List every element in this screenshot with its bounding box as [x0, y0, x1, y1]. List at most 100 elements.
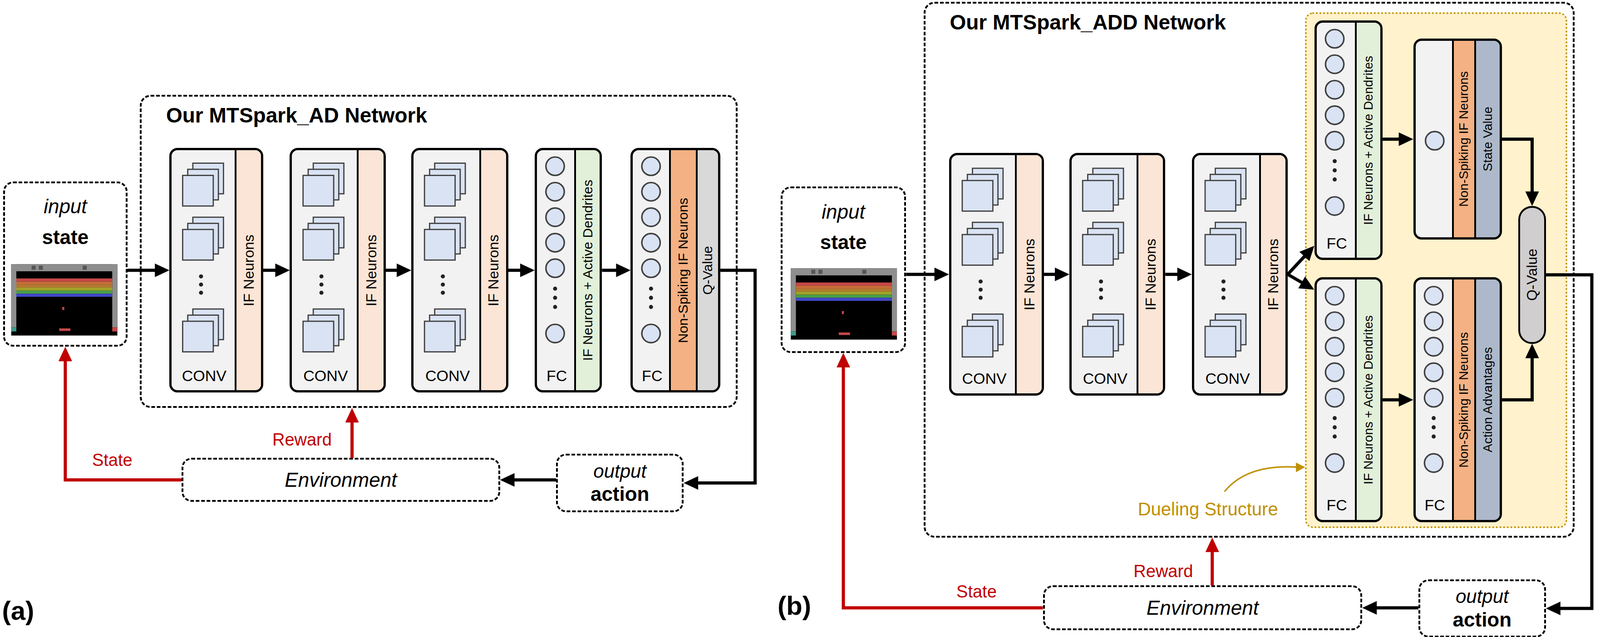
layer-label: FC — [1316, 235, 1358, 252]
layer-label: CONV — [951, 370, 1018, 387]
band-label: IF Neurons — [241, 234, 256, 307]
layer-label: FC — [1415, 497, 1455, 513]
fc-layer: FCIF Neurons + Active Dendrites — [1314, 20, 1384, 261]
flow-arrow — [1043, 267, 1070, 282]
flow-arrow — [345, 408, 360, 458]
state-word: state — [782, 232, 905, 253]
flow-arrow — [836, 353, 1044, 609]
arrowhead — [934, 267, 950, 282]
network-frame: Our MTSpark_AD NetworkCONVIF NeuronsCONV… — [139, 94, 738, 409]
neuron-band: IF Neurons + Active Dendrites — [1354, 22, 1381, 258]
flow-arrow — [1362, 601, 1419, 616]
connector-line — [1382, 137, 1400, 141]
arrowhead — [1177, 267, 1192, 282]
state-value-layer: Non-Spiking IF NeuronsState Value — [1413, 38, 1503, 240]
conv-layer: CONV IF Neurons — [289, 147, 386, 394]
flow-arrow — [1205, 537, 1220, 586]
neuron-circle — [1425, 131, 1444, 150]
layer-label: CONV — [291, 368, 360, 384]
band-label: IF Neurons + Active Dendrites — [580, 179, 595, 361]
qvalue-label: Q-Value — [1524, 248, 1540, 301]
connector-line — [508, 268, 522, 272]
neuron-band: Q-Value — [695, 150, 719, 391]
flow-arrow — [127, 263, 170, 278]
input-state-box: inputstate — [780, 186, 907, 353]
band-label: State Value — [1481, 106, 1495, 172]
layer-label: FC — [1316, 497, 1358, 513]
flow-arrow — [1501, 344, 1539, 401]
action-word: output — [1420, 587, 1545, 607]
connector-line — [513, 478, 557, 482]
connector-line — [1043, 272, 1056, 276]
connector-line — [843, 366, 1044, 609]
arrowhead — [345, 408, 360, 423]
arrowhead — [1205, 537, 1220, 553]
layer-label: FC — [632, 368, 672, 384]
arrowhead — [154, 263, 170, 278]
neuron-band: IF Neurons — [234, 150, 261, 391]
neuron-band: IF Neurons — [356, 150, 384, 391]
connector-line — [350, 421, 354, 458]
flow-arrow — [1501, 139, 1539, 207]
edge-label: State — [92, 451, 133, 469]
band-label: Non-Spiking IF Neurons — [676, 197, 690, 344]
edge-label: State — [956, 583, 997, 601]
neuron-band: Non-Spiking IF Neurons — [1452, 279, 1475, 521]
state-word: input — [4, 196, 126, 217]
conv-column — [962, 168, 1004, 358]
connector-line — [1375, 606, 1419, 610]
neuron-column — [1325, 286, 1344, 473]
arrowhead — [1054, 267, 1070, 282]
conv-column — [303, 163, 345, 353]
band-label: IF Neurons — [364, 234, 379, 307]
arrowhead — [1398, 393, 1414, 407]
arrowhead — [500, 473, 515, 488]
arrowhead — [58, 346, 73, 362]
connector-line — [601, 268, 617, 272]
panel-label: (a) — [1, 597, 35, 625]
connector-line — [65, 360, 182, 480]
arrowhead — [1299, 246, 1315, 262]
action-word: action — [557, 484, 682, 505]
flow-arrow — [385, 263, 412, 278]
arrowhead — [1398, 132, 1414, 147]
neuron-column — [1424, 286, 1443, 473]
panel-label: (b) — [777, 592, 812, 620]
flow-arrow — [1545, 275, 1592, 616]
neuron-band: State Value — [1474, 40, 1500, 238]
connector-line — [127, 268, 156, 272]
state-word: state — [4, 227, 126, 248]
network-title: Our MTSpark_ADD Network — [949, 11, 1226, 33]
conv-layer: CONVIF Neurons — [169, 147, 264, 394]
layer-label: FC — [536, 368, 577, 384]
layer-label: CONV — [413, 368, 482, 384]
neuron-band: IF Neurons + Active Dendrites — [1354, 279, 1381, 521]
flow-arrow — [1287, 274, 1315, 291]
edge-label: Reward — [272, 431, 332, 449]
conv-layer: CONVIF Neurons — [1069, 152, 1166, 396]
arrowhead — [683, 476, 699, 490]
neuron-column — [1325, 29, 1344, 216]
network-frame: Our MTSpark_ADD NetworkCONVIF NeuronsCON… — [923, 1, 1575, 538]
band-label: IF Neurons — [486, 234, 501, 307]
conv-layer: CONV IF Neurons — [411, 147, 509, 394]
leader-line — [1224, 467, 1298, 493]
environment-label: Environment — [284, 470, 397, 491]
edge-label: Reward — [1133, 562, 1193, 581]
arrowhead — [520, 263, 535, 278]
conv-column — [424, 163, 466, 353]
band-label: Non-Spiking IF Neurons — [1457, 332, 1471, 468]
neuron-band: IF Neurons — [1014, 155, 1042, 394]
conv-column — [1082, 168, 1124, 358]
connector-line — [1287, 274, 1303, 284]
arrowhead — [1298, 276, 1315, 290]
dueling-region: Dueling StructureFCIF Neurons + Active D… — [1304, 12, 1568, 529]
output-action-box: outputaction — [1418, 579, 1546, 637]
flow-arrow — [1382, 132, 1413, 147]
arrowhead — [836, 353, 851, 368]
game-screenshot — [11, 264, 118, 336]
band-label: IF Neurons — [1265, 238, 1281, 311]
connector-line — [1382, 398, 1400, 402]
